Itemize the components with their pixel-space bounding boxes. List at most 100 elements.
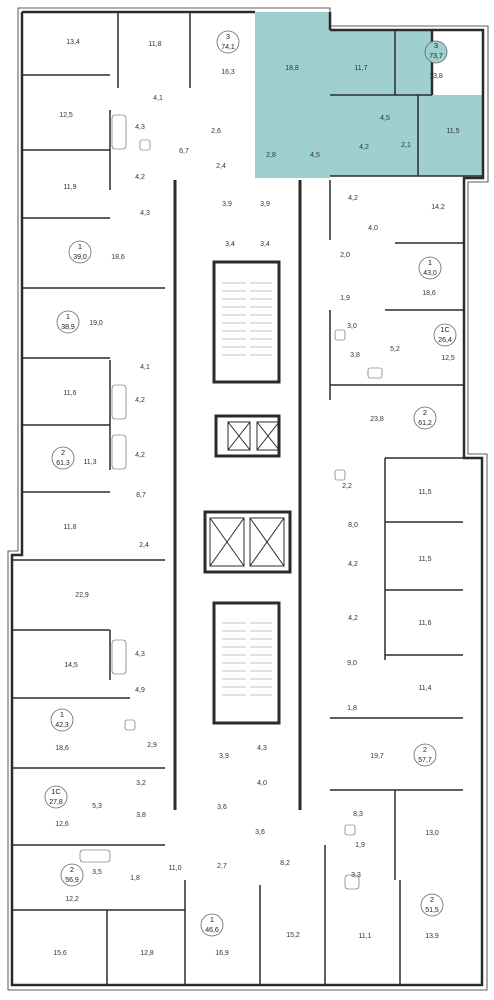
room-label: 5,3 — [92, 803, 102, 810]
room-label: 3,6 — [217, 804, 227, 811]
room-label: 1,9 — [355, 842, 365, 849]
room-label: 5,2 — [390, 346, 400, 353]
apartment-area: 73,7 — [429, 53, 443, 60]
room-label: 19,0 — [89, 320, 103, 327]
room-label: 4,2 — [348, 195, 358, 202]
room-label: 3,0 — [347, 323, 357, 330]
stairs — [222, 282, 272, 696]
room-label: 16,9 — [215, 950, 229, 957]
room-label: 11,6 — [418, 620, 431, 627]
apartment-badge-a1[interactable]: 374,1 — [216, 30, 240, 54]
room-label: 3,5 — [92, 869, 102, 876]
room-label: 11,5 — [418, 489, 431, 496]
room-label: 8,2 — [280, 860, 290, 867]
apartment-rooms: 1 — [60, 710, 64, 719]
room-label: 4,2 — [135, 174, 145, 181]
room-label: 18,6 — [422, 290, 436, 297]
room-label: 2,2 — [342, 483, 352, 490]
apartment-badge-a10[interactable]: 257,7 — [413, 743, 437, 767]
room-label: 1,9 — [340, 295, 350, 302]
room-label: 4,1 — [153, 95, 163, 102]
room-label: 18,6 — [111, 254, 125, 261]
elevators — [209, 421, 285, 567]
room-label: 11,5 — [446, 128, 459, 135]
room-label: 12,2 — [65, 896, 79, 903]
room-label: 2,1 — [401, 142, 411, 149]
apartment-badge-a9[interactable]: 142,3 — [50, 708, 74, 732]
window-frames — [7, 7, 489, 991]
apartment-badge-a2[interactable]: 373,7 — [424, 40, 448, 64]
room-label: 1,8 — [130, 875, 140, 882]
apartment-badge-a4[interactable]: 143,0 — [418, 256, 442, 280]
room-label: 2,7 — [217, 863, 227, 870]
apartment-area: 61,3 — [56, 460, 70, 467]
apartment-badge-a3[interactable]: 139,0 — [68, 240, 92, 264]
apartment-rooms: 1 — [210, 915, 214, 924]
fixtures — [79, 114, 383, 890]
apartment-rooms: 2 — [70, 865, 74, 874]
room-label: 12,8 — [140, 950, 154, 957]
room-label: 11,5 — [418, 556, 431, 563]
apartment-area: 61,2 — [418, 420, 432, 427]
apartment-badge-a5[interactable]: 138,9 — [56, 310, 80, 334]
room-label: 14,2 — [431, 204, 445, 211]
room-label: 11,3 — [83, 459, 96, 466]
room-label: 11,4 — [418, 685, 431, 692]
corridor-walls — [173, 180, 302, 810]
room-label: 6,7 — [179, 148, 189, 155]
room-label: 4,5 — [380, 115, 390, 122]
room-label: 4,1 — [140, 364, 150, 371]
apartment-rooms: 1 — [66, 312, 70, 321]
apartment-badge-a14[interactable]: 251,5 — [420, 893, 444, 917]
room-label: 2,9 — [147, 742, 157, 749]
room-label: 11,7 — [354, 65, 367, 72]
room-label: 4,2 — [348, 615, 358, 622]
apartment-badge-a12[interactable]: 256,9 — [60, 863, 84, 887]
apartment-area: 27,8 — [49, 799, 63, 806]
room-label: 3,8 — [350, 352, 360, 359]
room-label: 4,0 — [257, 780, 267, 787]
room-label: 12,6 — [55, 821, 69, 828]
apartment-rooms: 2 — [430, 895, 434, 904]
room-label: 11,0 — [168, 865, 181, 872]
apartment-area: 57,7 — [418, 757, 432, 764]
apartment-rooms: 2 — [61, 448, 65, 457]
room-label: 2,6 — [211, 128, 221, 135]
room-label: 11,9 — [63, 184, 76, 191]
apartment-area: 74,1 — [221, 44, 235, 51]
apartment-area: 39,0 — [73, 254, 87, 261]
room-label: 22,9 — [75, 592, 89, 599]
room-label: 13,8 — [429, 73, 443, 80]
room-label: 2,4 — [139, 542, 149, 549]
room-label: 15,2 — [286, 932, 300, 939]
room-label: 4,2 — [359, 144, 369, 151]
room-label: 11,8 — [148, 41, 161, 48]
apartment-rooms: 1 — [78, 242, 82, 251]
room-label: 4,5 — [310, 152, 320, 159]
room-label: 8,0 — [348, 522, 358, 529]
room-label: 3,6 — [255, 829, 265, 836]
room-label: 4,2 — [135, 452, 145, 459]
apartment-area: 42,3 — [55, 722, 69, 729]
room-label: 8,7 — [136, 492, 146, 499]
room-label: 12,5 — [441, 355, 455, 362]
room-label: 13,9 — [425, 933, 439, 940]
apartment-badge-a13[interactable]: 146,6 — [200, 913, 224, 937]
room-label: 13,4 — [66, 39, 80, 46]
apartment-badge-a7[interactable]: 261,3 — [51, 446, 75, 470]
room-label: 4,3 — [135, 124, 145, 131]
room-label: 4,2 — [348, 561, 358, 568]
apartment-rooms: 3 — [226, 32, 230, 41]
room-label: 15,6 — [53, 950, 67, 957]
apartment-area: 56,9 — [65, 877, 79, 884]
apartment-area: 38,9 — [61, 324, 75, 331]
room-label: 16,3 — [221, 69, 235, 76]
room-label: 3,4 — [225, 241, 235, 248]
room-label: 3,4 — [260, 241, 270, 248]
room-label: 13,0 — [425, 830, 439, 837]
apartment-badge-a8[interactable]: 261,2 — [413, 406, 437, 430]
